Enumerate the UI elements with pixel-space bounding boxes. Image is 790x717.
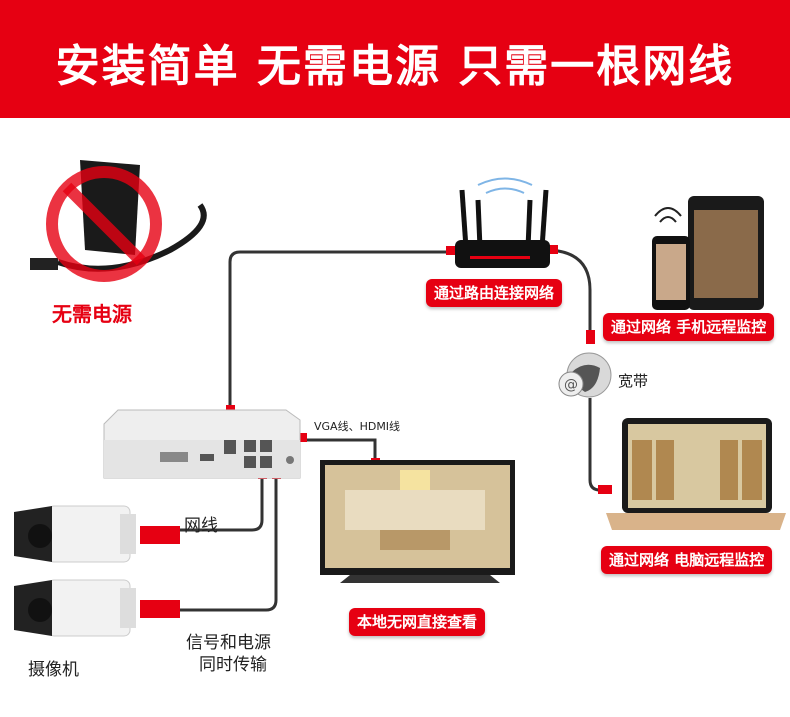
signal-power-label-1: 信号和电源 [186, 633, 271, 653]
net-cable-label: 网线 [184, 516, 218, 536]
phone-remote-label: 通过网络 手机远程监控 [603, 313, 775, 341]
nvr-router-cable [228, 250, 460, 412]
camera-label: 摄像机 [28, 660, 79, 680]
phone-tablet-icon [652, 196, 764, 310]
router-icon [455, 177, 550, 268]
vga-hdmi-cable [296, 438, 377, 465]
svg-text:@: @ [564, 377, 578, 393]
installation-diagram: @ [14, 160, 786, 637]
broadband-label: 宽带 [618, 372, 649, 390]
camera-2-icon [14, 579, 136, 637]
laptop-remote-label: 通过网络 电脑远程监控 [601, 546, 773, 574]
camera2-cable [175, 472, 278, 612]
vga-hdmi-label: VGA线、HDMI线 [314, 420, 401, 433]
camera1-cable [175, 472, 264, 532]
router-label: 通过路由连接网络 [426, 279, 563, 307]
no-power-label: 无需电源 [52, 302, 132, 326]
signal-power-label-2: 同时传输 [199, 655, 267, 675]
tv-icon [320, 460, 515, 583]
camera-1-icon [14, 505, 136, 563]
local-view-label: 本地无网直接查看 [349, 608, 486, 636]
power-adapter-icon [30, 160, 207, 282]
page-title: 安装简单 无需电源 只需一根网线 [55, 41, 735, 92]
nvr-recorder-icon [103, 409, 301, 479]
laptop-icon [606, 418, 786, 530]
header-banner: 安装简单 无需电源 只需一根网线 [0, 0, 790, 118]
broadband-globe-icon: @ [558, 352, 612, 398]
broadband-laptop-cable [588, 398, 610, 492]
